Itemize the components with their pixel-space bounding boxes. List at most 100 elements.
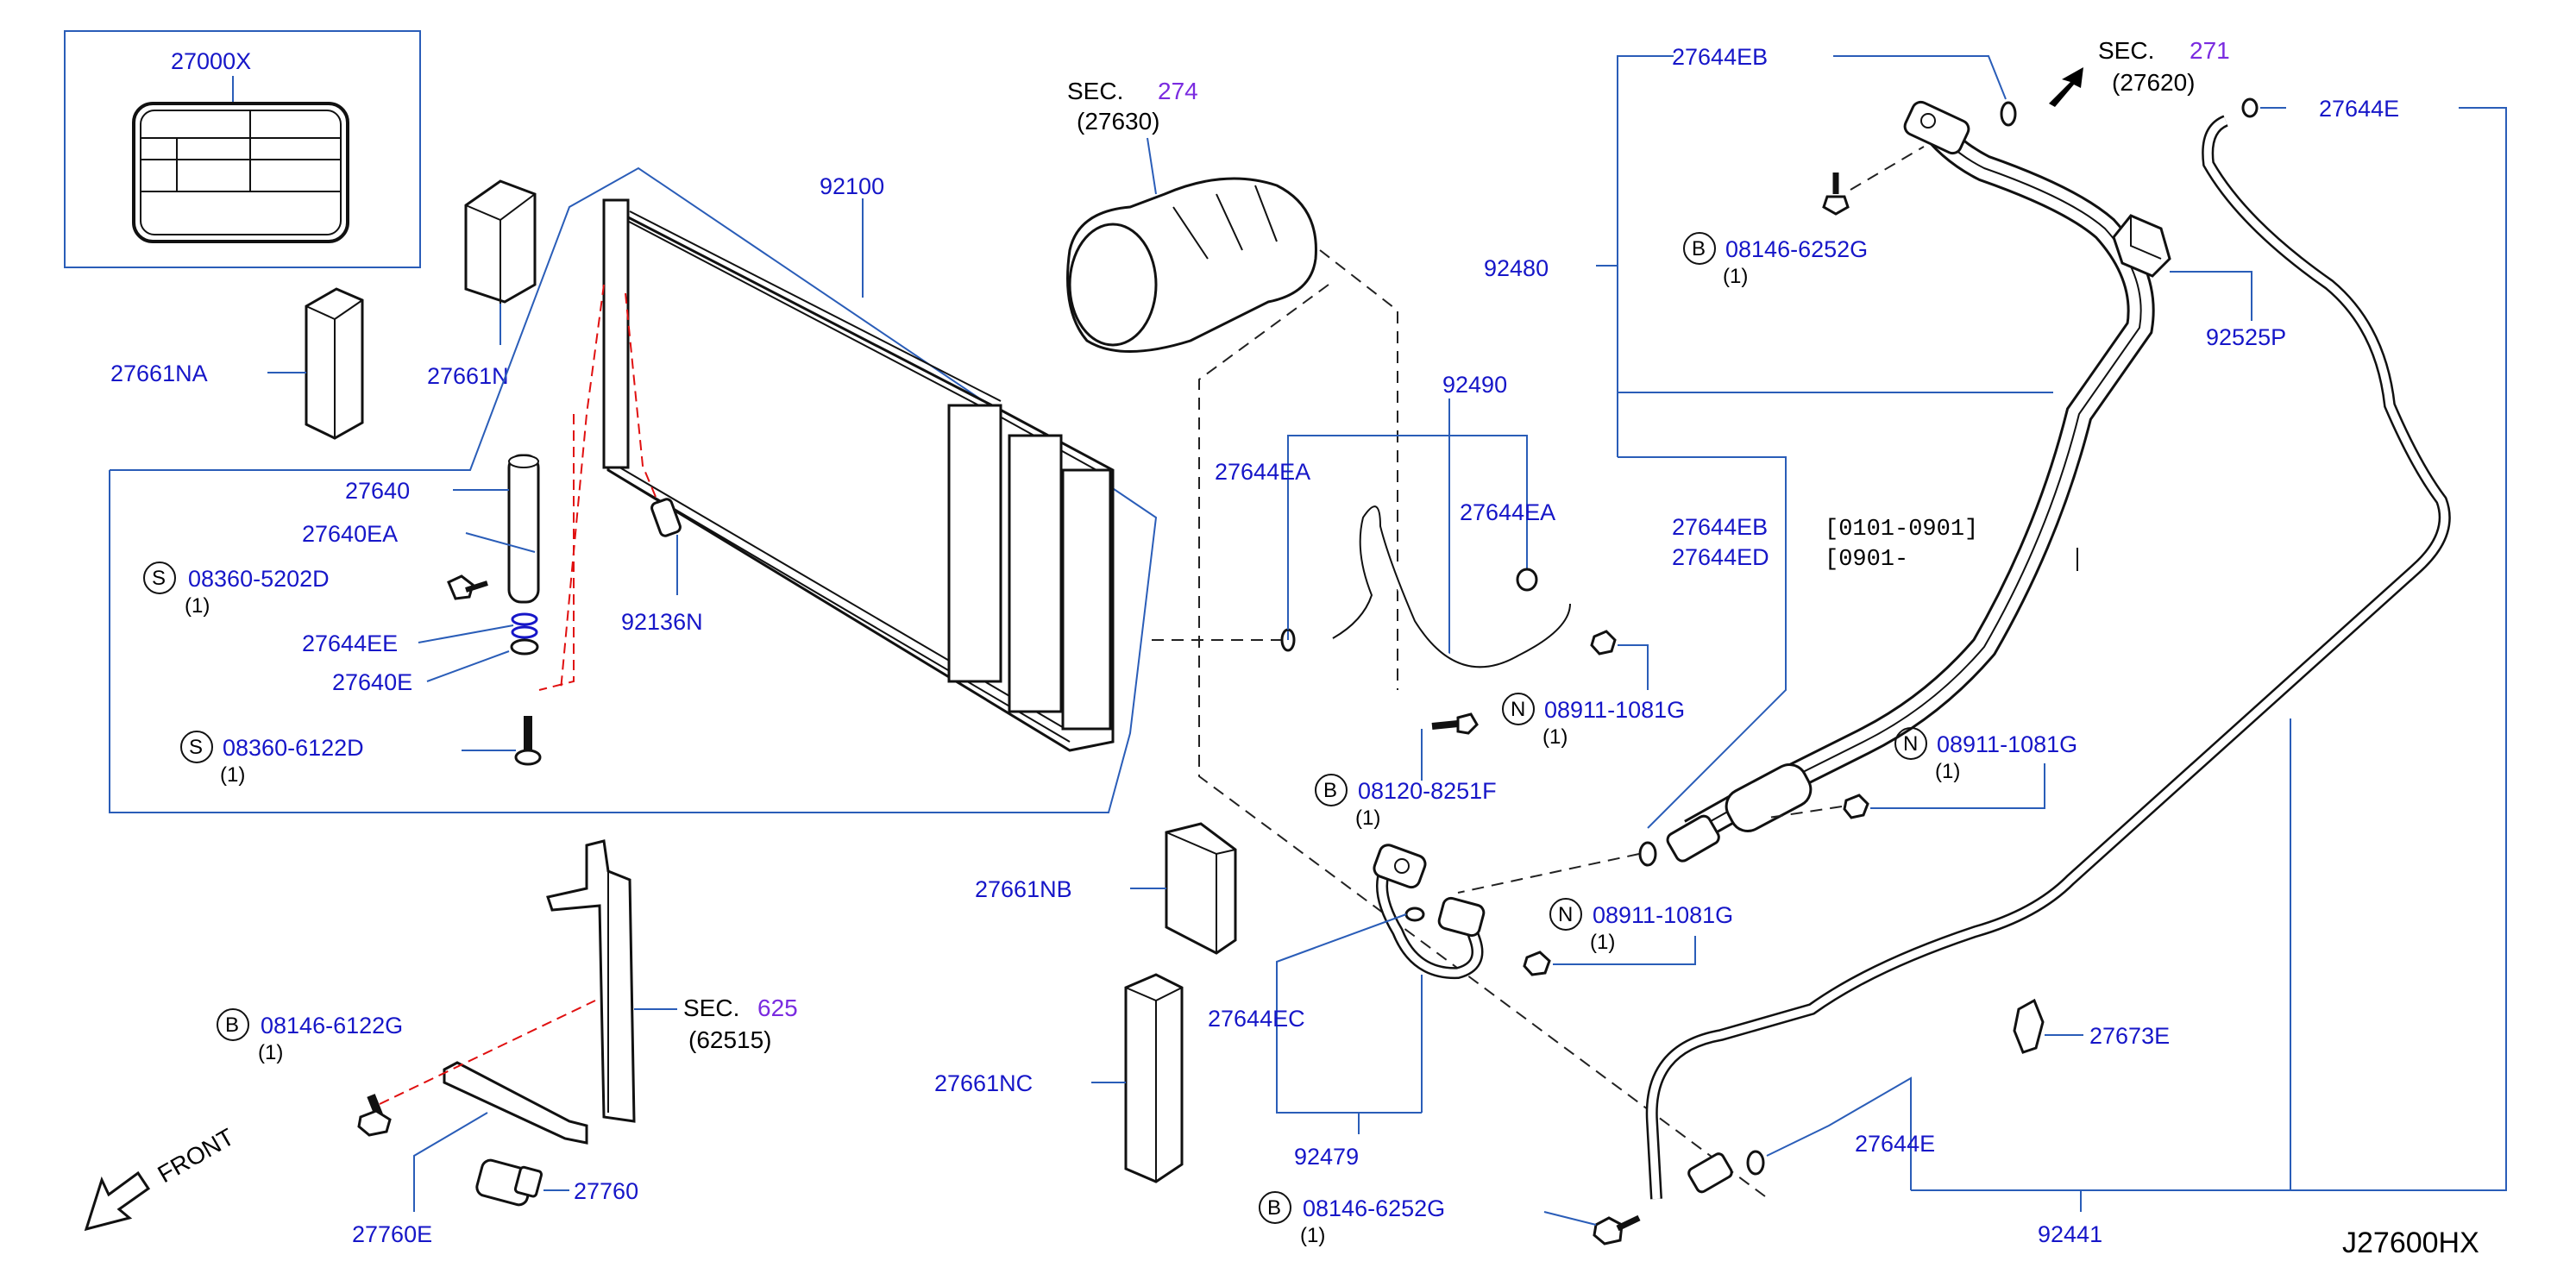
hidden-line-drier [538, 414, 575, 691]
o-ring-27644EE [511, 612, 538, 626]
part-label-27644EA-2[interactable]: 27644EA [1460, 499, 1555, 525]
fastener-label-08911-1081G-2[interactable]: 08911-1081G [1937, 731, 2077, 757]
part-label-27644E[interactable]: 27644E [1855, 1131, 1935, 1157]
range-eb: [0101-0901] [1825, 517, 1978, 543]
leader-27760E [413, 1112, 488, 1212]
discharge-hose-outline [1684, 112, 2155, 844]
badge-S-1 [143, 562, 176, 594]
part-label-27644EE[interactable]: 27644EE [302, 631, 398, 656]
part-label-27644EB[interactable]: 27644EB [1672, 514, 1768, 540]
hidden-line-to-92479 [1457, 853, 1640, 894]
leader-92525P [2170, 271, 2252, 321]
bolt-08360-6122D [514, 716, 542, 766]
part-label-27640[interactable]: 27640 [345, 478, 410, 504]
badge-B-4 [1259, 1191, 1291, 1224]
leader-27644E [1766, 1076, 1912, 1190]
section-625-number[interactable]: 625 [757, 995, 798, 1021]
clip-92525P-shape [2112, 214, 2171, 278]
fastener-label-08360-5202D[interactable]: 08360-5202D [188, 566, 330, 592]
part-label-92480[interactable]: 92480 [1484, 255, 1549, 281]
section-271-prefix: SEC. [2098, 37, 2154, 64]
part-label-27000X[interactable]: 27000X [171, 48, 251, 74]
bracket-27760E-shape [443, 1061, 588, 1145]
section-274-number[interactable]: 274 [1158, 78, 1198, 104]
part-label-27661NA[interactable]: 27661NA [110, 361, 208, 386]
o-ring-27644EA-2 [1516, 568, 1538, 592]
badge-N-3-letter: N [1558, 903, 1573, 926]
badge-N-1-letter: N [1511, 698, 1525, 721]
badge-N-2 [1894, 727, 1927, 760]
part-label-27661NC[interactable]: 27661NC [934, 1070, 1033, 1096]
bolt-08120-8251F [1431, 712, 1479, 735]
nut-08911-3 [1523, 951, 1551, 976]
badge-B-3-letter: B [225, 1013, 239, 1037]
bracket-62515-shape [546, 839, 636, 1123]
part-label-92525P[interactable]: 92525P [2206, 324, 2286, 350]
nut-08911-1 [1590, 630, 1617, 656]
part-label-92479[interactable]: 92479 [1294, 1144, 1359, 1170]
fastener-label-08146-6252G-top[interactable]: 08146-6252G [1725, 236, 1868, 262]
fastener-label-08911-1081G-3[interactable]: 08911-1081G [1593, 902, 1733, 928]
section-271-sub: (27620) [2112, 69, 2196, 96]
fastener-qty-7: (1) [258, 1041, 283, 1064]
arrow-sec-271 [2049, 67, 2083, 107]
condenser-frame [109, 166, 1158, 813]
part-label-27644EC[interactable]: 27644EC [1208, 1006, 1305, 1032]
o-ring-27644E-top [2241, 97, 2259, 118]
pipe-end-fitting-bottom [1687, 1152, 1733, 1194]
bolt-08146-6122G [357, 1094, 392, 1137]
leader-08911-2 [1870, 763, 2045, 809]
part-label-27760[interactable]: 27760 [574, 1178, 638, 1204]
part-label-27661N[interactable]: 27661N [427, 363, 509, 389]
badge-B-2-letter: B [1323, 779, 1337, 802]
fastener-label-08146-6122G[interactable]: 08146-6122G [261, 1013, 403, 1038]
sensor-27760-shape [475, 1158, 543, 1207]
leader-92480-top [1596, 55, 1674, 267]
part-label-27661NB[interactable]: 27661NB [975, 876, 1072, 902]
pipe-92479-flange-2 [1437, 896, 1486, 938]
part-label-92136N[interactable]: 92136N [621, 609, 703, 635]
part-label-27760E[interactable]: 27760E [352, 1221, 432, 1247]
discharge-hose-centerline [1690, 120, 2142, 833]
badge-N-3 [1549, 898, 1582, 931]
diagram-id: J27600HX [2342, 1227, 2479, 1259]
part-label-27640EA[interactable]: 27640EA [302, 521, 398, 547]
part-label-27644ED[interactable]: 27644ED [1672, 544, 1769, 570]
section-271-number[interactable]: 271 [2190, 37, 2230, 64]
fastener-qty-1: (1) [220, 763, 245, 787]
badge-B-1-letter: B [1692, 237, 1706, 260]
pipe-92479-flange-1 [1373, 844, 1427, 889]
seal-27661NB-shape [1165, 822, 1237, 955]
fastener-label-08360-6122D[interactable]: 08360-6122D [223, 735, 364, 761]
part-label-92490[interactable]: 92490 [1442, 372, 1507, 398]
part-label-27640E[interactable]: 27640E [332, 669, 412, 695]
part-label-27644E-top[interactable]: 27644E [2319, 96, 2399, 122]
badge-B-3 [217, 1008, 249, 1041]
leader-27644EC [1276, 913, 1422, 1114]
fastener-label-08120-8251F[interactable]: 08120-8251F [1358, 778, 1497, 804]
o-ring-27644EE-2 [511, 625, 538, 639]
nut-08911-2 [1843, 794, 1869, 819]
fastener-qty-8: (1) [1300, 1224, 1325, 1247]
badge-N-2-letter: N [1903, 732, 1918, 756]
bolt-08146-6252G-top [1822, 173, 1850, 216]
hose-muffler [1725, 763, 1813, 832]
part-label-27673E[interactable]: 27673E [2089, 1023, 2170, 1049]
o-ring-27644ED [1638, 841, 1657, 867]
part-label-27644EB-top[interactable]: 27644EB [1672, 44, 1768, 70]
section-274-prefix: SEC. [1067, 78, 1123, 104]
part-label-92441[interactable]: 92441 [2038, 1221, 2102, 1247]
leader-27644E-top-bracket [2290, 107, 2507, 1191]
seal-27661NA-shape [305, 287, 364, 440]
bolt-08146-6252G-bottom [1593, 1214, 1641, 1245]
seal-27661N-shape [464, 179, 537, 304]
section-625-prefix: SEC. [683, 995, 739, 1021]
leader-27640EA [465, 532, 536, 553]
fastener-label-08146-6252G-bottom[interactable]: 08146-6252G [1303, 1195, 1445, 1221]
fastener-label-08911-1081G-1[interactable]: 08911-1081G [1544, 697, 1685, 723]
pressure-switch-shape [650, 498, 682, 537]
part-label-92100[interactable]: 92100 [820, 173, 884, 199]
part-label-27644EA-1[interactable]: 27644EA [1215, 459, 1310, 485]
section-274-sub: (27630) [1077, 108, 1160, 135]
o-ring-27644EC [1404, 907, 1425, 922]
